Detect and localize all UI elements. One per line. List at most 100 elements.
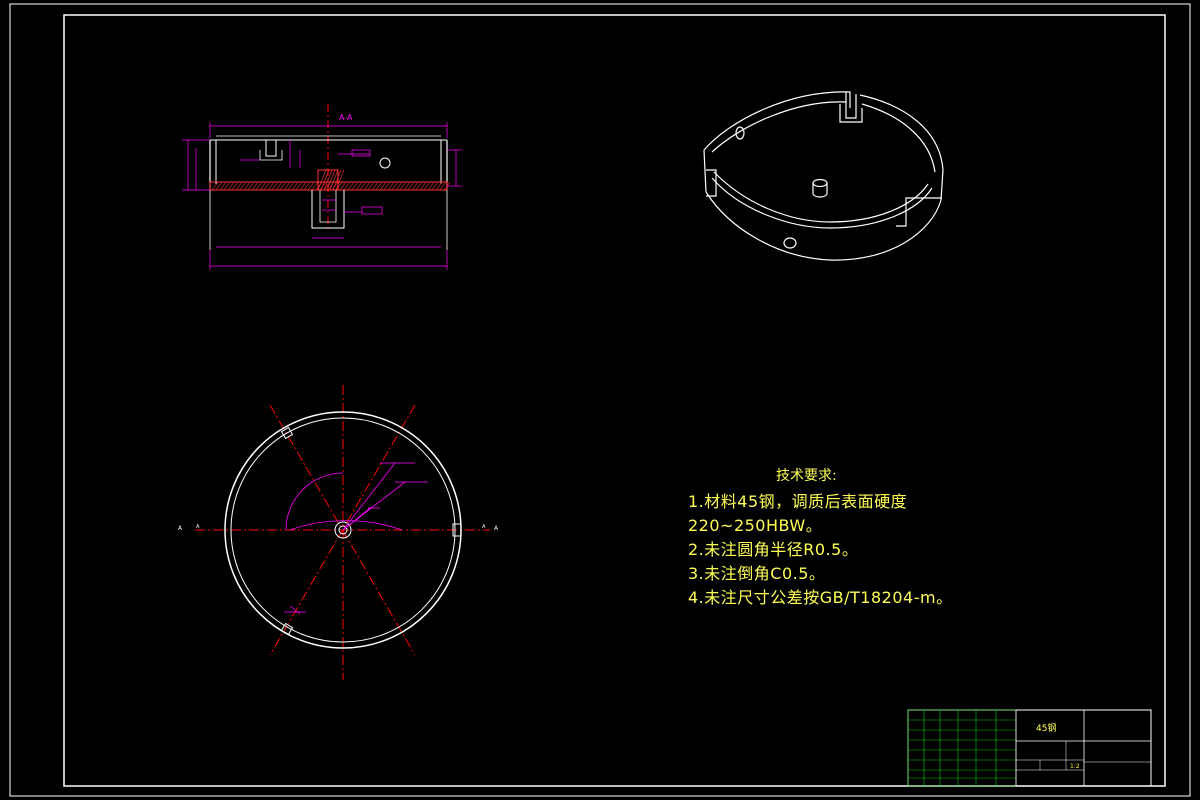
- iso-hub-top: [812, 178, 828, 188]
- rim-slot: [265, 140, 277, 157]
- plan-view: A A A A: [178, 385, 499, 680]
- rim-slot-2: [259, 150, 283, 161]
- plan-diag-centerline-2: [269, 404, 416, 656]
- hatch-line: [215, 181, 223, 191]
- hatch-line: [323, 169, 333, 191]
- hatch-line: [267, 181, 275, 191]
- hatch-line: [363, 181, 371, 191]
- hatch-line: [317, 169, 327, 191]
- plan-inner-circle: [230, 417, 456, 643]
- hatch-line: [239, 181, 247, 191]
- hatch-line: [439, 181, 447, 191]
- iso-hole-left: [735, 126, 745, 140]
- hatch-line: [251, 181, 259, 191]
- technical-note-line-5: 4.未注尺寸公差按GB/T18204-m。: [688, 588, 953, 607]
- hatch-line: [211, 181, 219, 191]
- hatch-line: [326, 169, 336, 191]
- hatch-line: [339, 181, 347, 191]
- iso-hole-front: [783, 237, 797, 249]
- hatch-line: [343, 181, 351, 191]
- hub-boss-inner: [319, 190, 337, 223]
- hatch-pattern: [211, 169, 451, 191]
- hatch-line: [283, 181, 291, 191]
- hatch-line: [263, 181, 271, 191]
- cut-mark-left-a: A: [178, 525, 183, 532]
- hatch-line: [287, 181, 295, 191]
- title-block-frame: [907, 709, 1152, 787]
- hatch-line: [235, 181, 243, 191]
- hatch-line: [383, 181, 391, 191]
- hatch-line: [387, 181, 395, 191]
- technical-requirements: 技术要求: 1.材料45钢，调质后表面硬度 220~250HBW。 2.未注圆角…: [688, 464, 953, 610]
- hatch-line: [359, 181, 367, 191]
- plan-slot-top-left: [280, 426, 294, 440]
- hatch-line: [303, 181, 311, 191]
- technical-note-line-3: 2.未注圆角半径R0.5。: [688, 540, 859, 559]
- hatch-line: [399, 181, 407, 191]
- cut-mark-right-b: A: [494, 525, 499, 532]
- hatch-line: [407, 181, 415, 191]
- hatch-line: [335, 169, 345, 191]
- outer-sheet-border: [9, 3, 1191, 797]
- hatch-line: [319, 181, 327, 191]
- section-side-hole: [379, 157, 391, 169]
- plan-slot-bottom-left: [280, 622, 294, 636]
- hatch-line: [331, 181, 339, 191]
- iso-floor-edge-2: [713, 171, 929, 223]
- hatch-line: [299, 181, 307, 191]
- hatch-line: [411, 181, 419, 191]
- hatch-line: [231, 181, 239, 191]
- iso-slot-left: [706, 169, 717, 197]
- hatch-line: [347, 181, 355, 191]
- hatch-line: [329, 169, 339, 191]
- hatch-line: [415, 181, 423, 191]
- hatch-line: [355, 181, 363, 191]
- iso-left-side: [703, 149, 707, 193]
- hatch-line: [335, 181, 343, 191]
- iso-floor-edge: [711, 177, 933, 229]
- hatch-line: [223, 181, 231, 191]
- section-view-a-a: A-A: [182, 104, 462, 270]
- hatch-line: [395, 181, 403, 191]
- hatch-line: [275, 181, 283, 191]
- title-block-material: 45钢: [1036, 722, 1056, 734]
- cut-mark-left-b: A: [196, 524, 200, 530]
- hatch-line: [375, 181, 383, 191]
- hatch-line: [435, 181, 443, 191]
- section-label: A-A: [339, 113, 353, 122]
- hatch-line: [255, 181, 263, 191]
- plan-hub-outer: [334, 521, 352, 539]
- hatch-line: [379, 181, 387, 191]
- iso-slot-right: [896, 197, 942, 227]
- hatch-line: [271, 181, 279, 191]
- hatch-line: [320, 169, 330, 191]
- hatch-line: [315, 181, 323, 191]
- plan-slot-right: [452, 523, 462, 537]
- hatch-line: [311, 181, 319, 191]
- hatch-line: [391, 181, 399, 191]
- iso-rim-outer: [703, 91, 851, 151]
- hatch-line: [423, 181, 431, 191]
- inner-sheet-frame: [63, 14, 1166, 787]
- hatch-line: [419, 181, 427, 191]
- iso-bottom-outer: [705, 191, 942, 261]
- technical-note-line-2: 220~250HBW。: [688, 516, 823, 535]
- hatch-line: [243, 181, 251, 191]
- iso-slot-top-inner: [839, 104, 863, 123]
- hatch-line: [427, 181, 435, 191]
- hatch-line: [371, 181, 379, 191]
- hatch-line: [247, 181, 255, 191]
- plan-leaders: [284, 462, 428, 615]
- iso-slot-top: [845, 92, 857, 119]
- iso-right-side: [940, 169, 944, 201]
- hatch-line: [332, 169, 342, 191]
- hub-boss-lower: [311, 190, 345, 229]
- plan-dimension-arc: [289, 520, 403, 531]
- hatch-line: [307, 181, 315, 191]
- iso-hub-bottom: [812, 193, 828, 198]
- section-dimensions: [182, 122, 462, 270]
- isometric-view: [703, 91, 944, 261]
- hatch-line: [219, 181, 227, 191]
- hatch-line: [403, 181, 411, 191]
- hatch-line: [431, 181, 439, 191]
